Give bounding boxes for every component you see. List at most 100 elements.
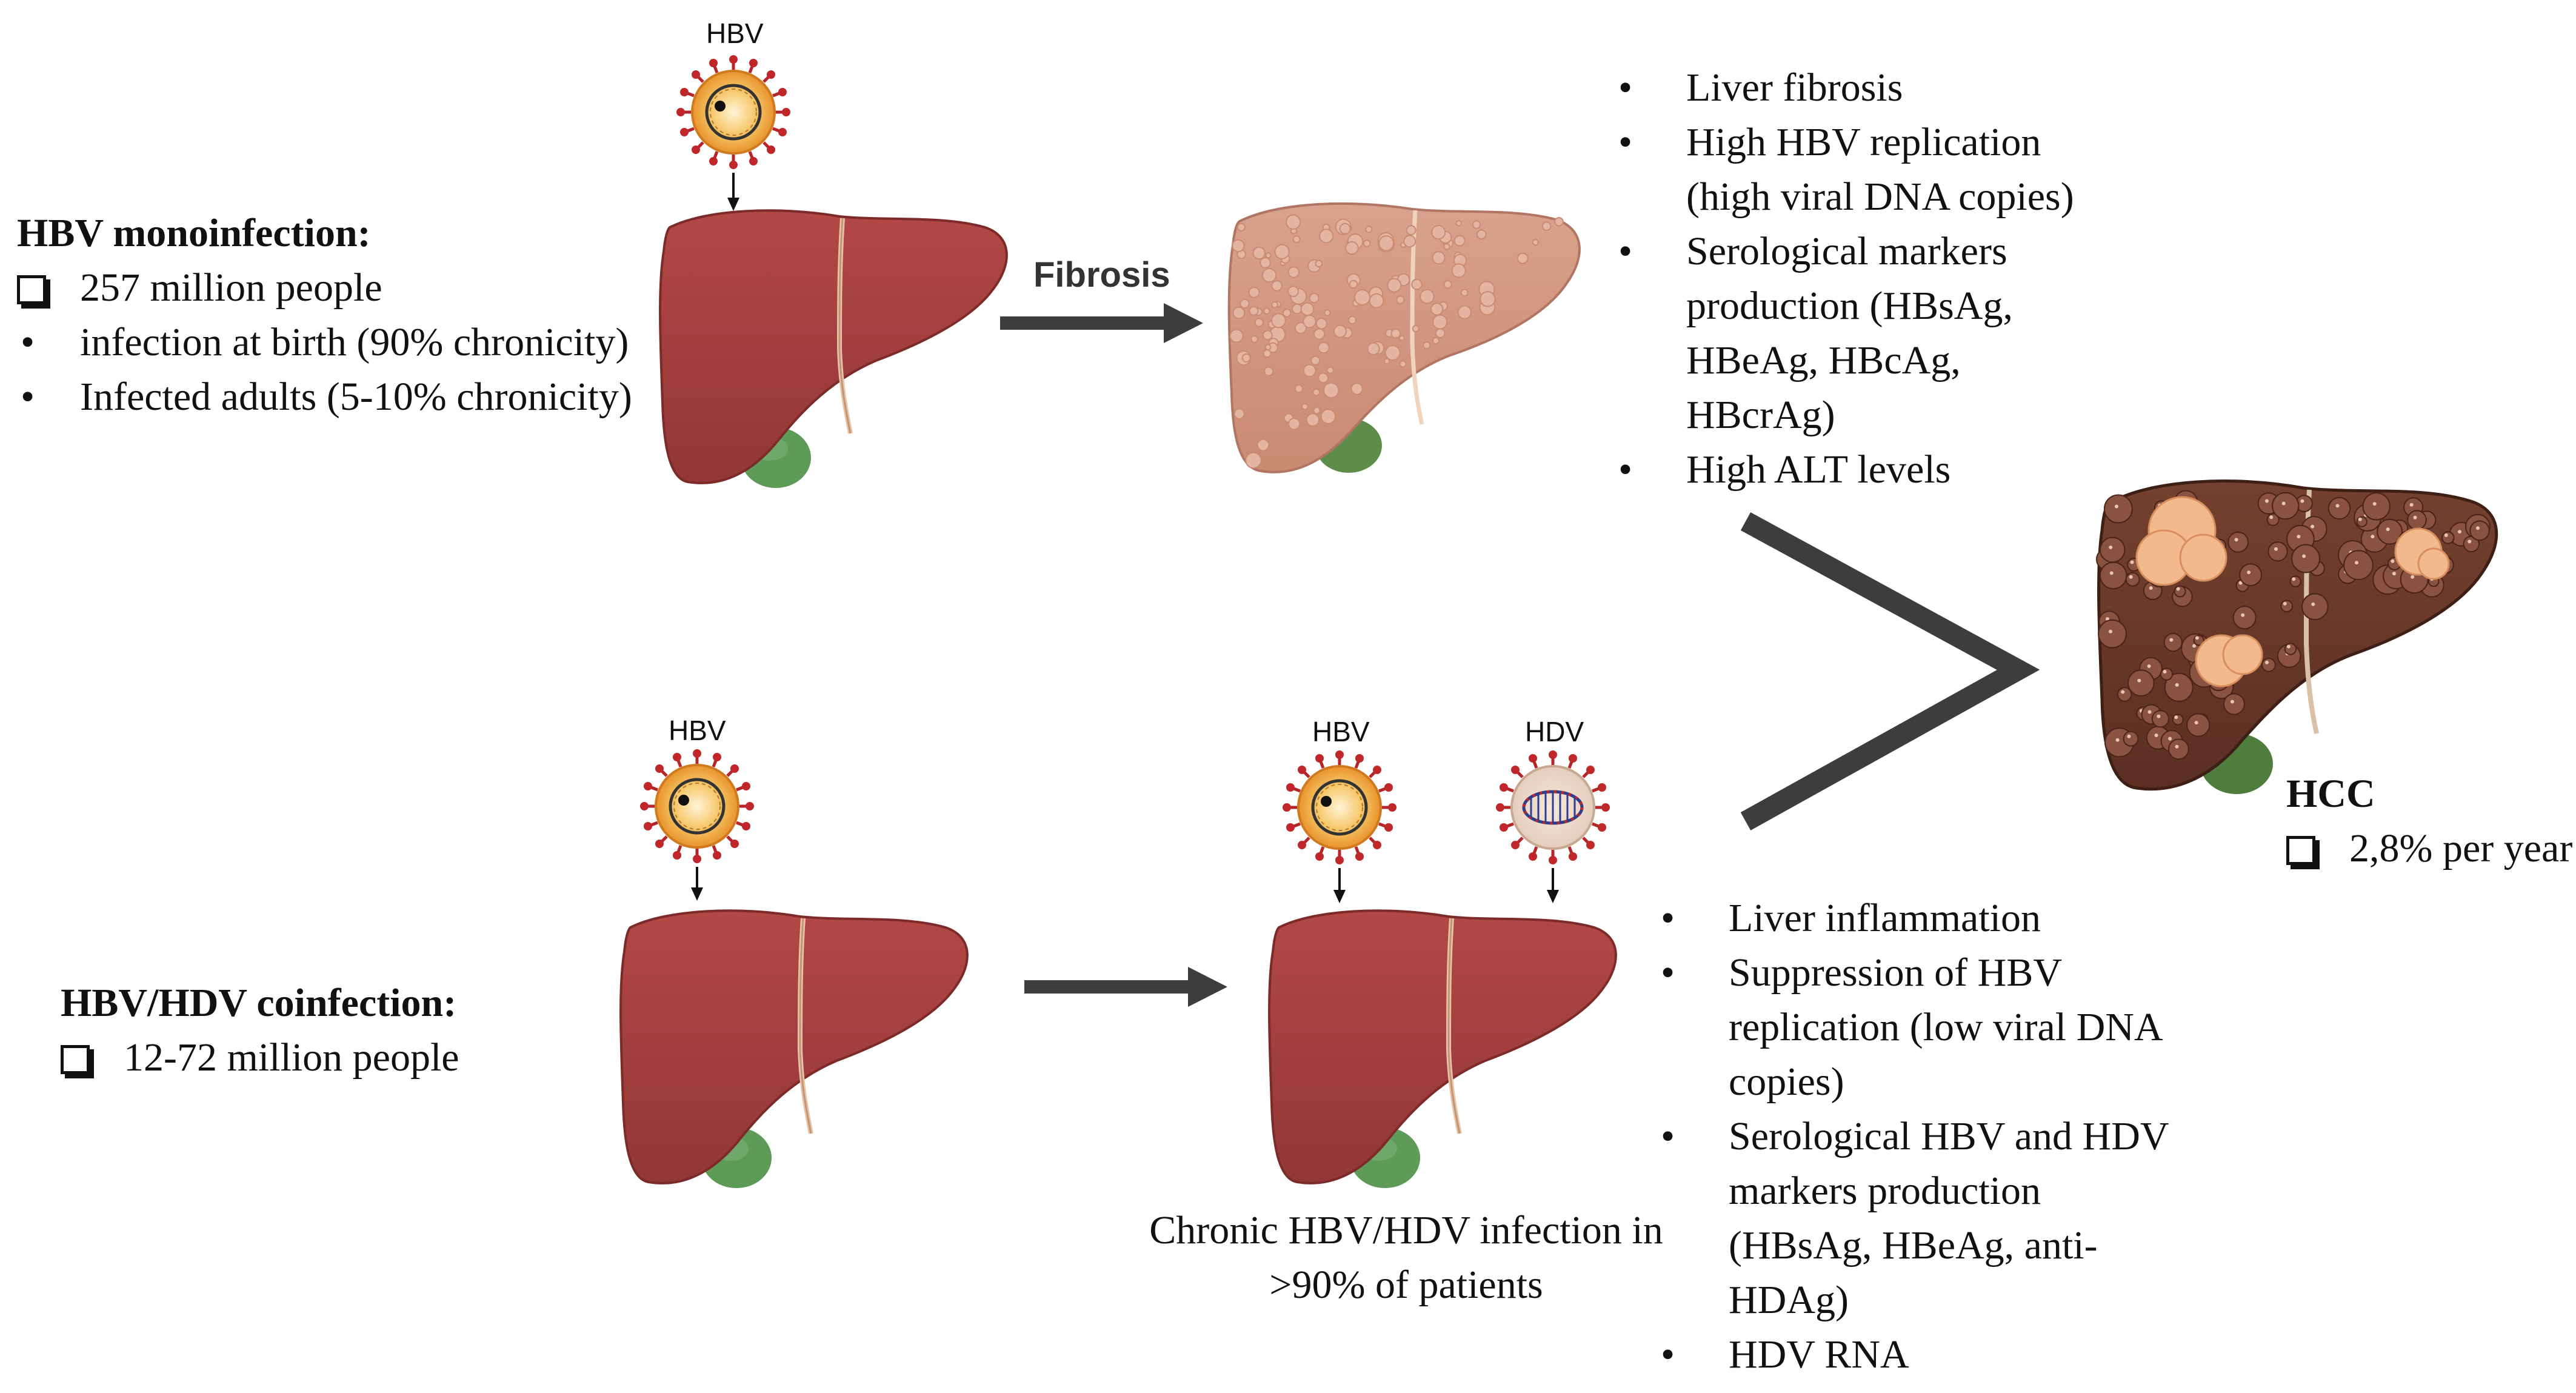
fibrotic-nodule: [1517, 252, 1529, 264]
top-finding-text: (high viral DNA copies): [1686, 175, 2074, 219]
top-finding-text: HBcrAg): [1686, 393, 1835, 437]
hcc-nodule-highlight: [2292, 577, 2296, 581]
top-finding-text: Liver fibrosis: [1686, 65, 1903, 110]
hcc-nodule-highlight: [2371, 535, 2375, 539]
hcc-nodule-highlight: [2176, 587, 2180, 591]
hcc-nodule: [2289, 575, 2301, 587]
hcc-nodule-highlight: [2269, 515, 2274, 519]
fibrotic-nodule: [1451, 263, 1466, 278]
bullet-icon: •: [1661, 950, 1675, 995]
bullet-icon: •: [1618, 65, 1633, 110]
fibrotic-nodule: [1310, 355, 1321, 366]
checkbox-square-icon: [2286, 836, 2315, 865]
progression-arrow-icon: [1024, 967, 1227, 1007]
hcc-nodule-highlight: [2149, 586, 2153, 590]
hcc-nodule-highlight: [2109, 571, 2114, 575]
fibrotic-nodule: [1406, 225, 1416, 236]
fibrotic-nodule: [1378, 235, 1395, 252]
hcc-nodule-highlight: [2311, 524, 2315, 529]
fibrotic-nodule: [1315, 259, 1323, 268]
fibrotic-nodule: [1318, 341, 1330, 354]
hcc-nodule-highlight: [2238, 581, 2243, 585]
hcc-nodule: [2301, 593, 2329, 621]
fibrotic-nodule: [1476, 229, 1487, 240]
fibrotic-nodule: [1287, 286, 1300, 298]
fibrotic-nodule: [1435, 328, 1446, 339]
fibrotic-nodule: [1432, 251, 1446, 265]
hcc-nodule-highlight: [2300, 499, 2304, 503]
bullet-icon: •: [21, 375, 35, 419]
fibrotic-nodule: [1432, 314, 1448, 330]
coinfection-item-1: 12-72 million people: [61, 1031, 606, 1085]
hcc-nodule-highlight: [2297, 535, 2301, 539]
liver-fibrotic: [1227, 202, 1581, 473]
hcc-nodule-highlight: [2286, 644, 2291, 649]
fibrotic-nodule: [1245, 452, 1262, 469]
hcc-nodule-highlight: [2234, 538, 2238, 542]
top-finding-line: •High ALT levels: [1618, 443, 2164, 497]
hcc-nodule-highlight: [2241, 613, 2245, 617]
hbv-virus-top-icon: [673, 55, 794, 211]
fibrotic-nodule: [1313, 328, 1326, 340]
fibrotic-nodule: [1396, 295, 1405, 304]
top-finding-line: HBcrAg): [1618, 388, 2164, 443]
bullet-icon: •: [1661, 896, 1675, 940]
fibrotic-nodule: [1262, 330, 1273, 341]
fibrotic-nodule: [1363, 239, 1371, 247]
fibrotic-nodule: [1265, 252, 1272, 259]
fibrotic-nodule: [1347, 315, 1357, 325]
bottom-finding-line: markers production: [1661, 1164, 2206, 1218]
top-finding-text: High HBV replication: [1686, 120, 2041, 164]
fibrotic-nodule: [1320, 409, 1336, 424]
fibrotic-nodule: [1241, 353, 1251, 362]
virus-label-hbv-top: HBV: [706, 18, 764, 49]
fibrotic-nodule: [1349, 279, 1358, 289]
bullet-icon: •: [21, 320, 35, 364]
bottom-finding-text: Serological HBV and HDV: [1729, 1114, 2169, 1158]
fibrotic-nodule: [1350, 382, 1363, 395]
checkbox-square-icon: [61, 1045, 90, 1074]
top-finding-text: High ALT levels: [1686, 447, 1951, 492]
fibrotic-nodule: [1252, 246, 1266, 260]
hcc-nodule: [2099, 536, 2126, 563]
bullet-icon: •: [1618, 229, 1633, 273]
fibrotic-nodule: [1271, 313, 1286, 329]
coinfection-item-text: 12-72 million people: [124, 1035, 459, 1080]
fibrotic-nodule: [1294, 384, 1304, 393]
hcc-nodule-highlight: [2175, 683, 2179, 687]
fibrotic-nodule: [1383, 358, 1390, 364]
fibrotic-nodule: [1232, 239, 1245, 253]
bottom-finding-text: markers production: [1729, 1169, 2041, 1213]
fibrotic-nodule: [1472, 220, 1481, 229]
hcc-nodule-highlight: [2114, 504, 2118, 509]
hcc-nodule-highlight: [2265, 660, 2269, 664]
hcc-nodule: [2125, 572, 2140, 587]
hcc-nodule-highlight: [2386, 527, 2390, 532]
fibrotic-nodule: [1250, 335, 1258, 343]
chronic-caption-line2: >90% of patients: [1269, 1263, 1543, 1307]
liver-healthy-top: [658, 203, 1021, 494]
hcc-rate-item: 2,8% per year: [2286, 821, 2572, 876]
hcc-nodule-highlight: [2194, 721, 2198, 725]
fibrotic-nodule: [1398, 335, 1405, 341]
fibrotic-nodule: [1306, 413, 1320, 427]
hcc-nodule-highlight: [2274, 547, 2278, 551]
hcc-nodule: [2441, 531, 2455, 544]
hcc-nodule: [2407, 510, 2427, 530]
fibrotic-nodule: [1324, 309, 1331, 316]
tumor-masses: [2135, 496, 2450, 687]
liver-coinfected: [1267, 903, 1630, 1194]
mono-item-text: infection at birth (90% chronicity): [80, 320, 629, 364]
top-finding-text: HBeAg, HBcAg,: [1686, 338, 1961, 382]
fibrotic-nodule: [1431, 225, 1446, 240]
fibrotic-nodule: [1443, 243, 1450, 250]
fibrotic-nodule: [1367, 342, 1380, 356]
fibrotic-nodule: [1319, 229, 1334, 244]
mono-item-1: 257 million people: [17, 261, 623, 315]
fibrotic-nodule: [1315, 318, 1327, 330]
hcc-nodule: [2103, 494, 2133, 524]
bottom-finding-text: HDV RNA: [1729, 1332, 1909, 1377]
hcc-nodule-highlight: [2283, 601, 2287, 606]
fibrotic-nodule: [1453, 235, 1466, 247]
